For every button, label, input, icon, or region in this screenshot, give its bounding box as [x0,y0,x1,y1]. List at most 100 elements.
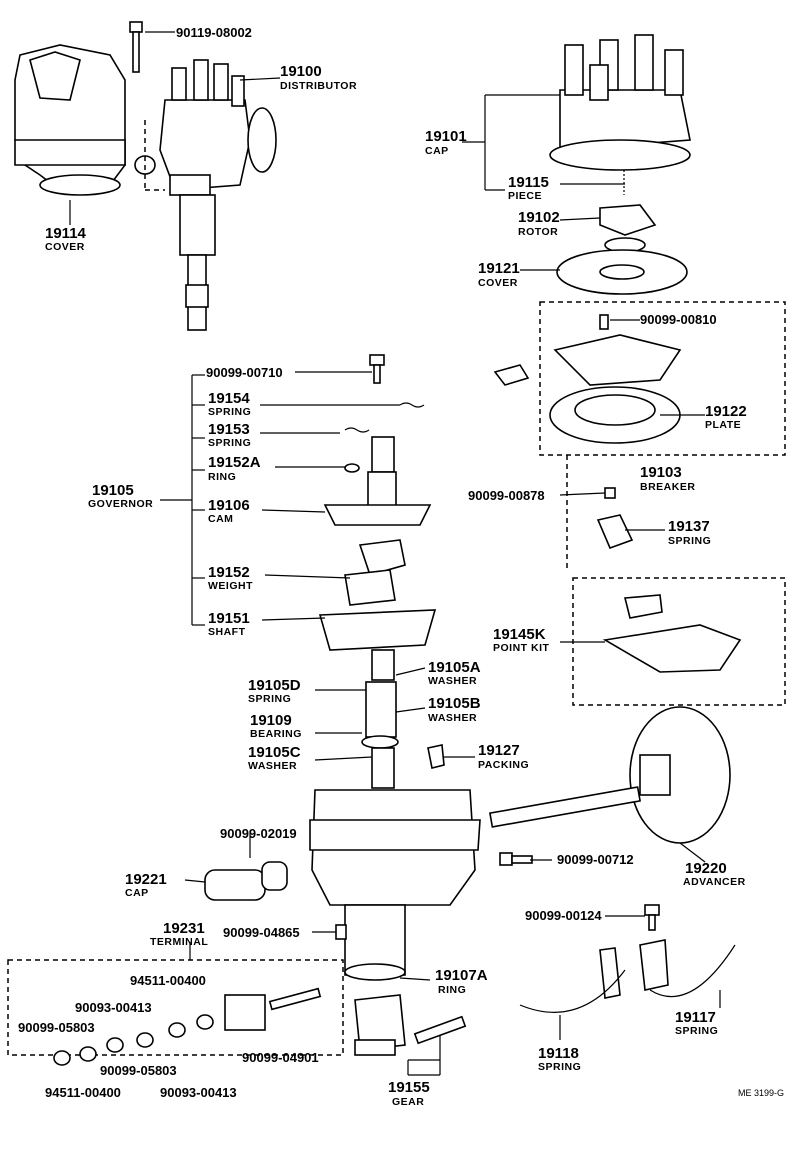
callout-19105D-name: SPRING [248,693,291,705]
screw-90099-00124-icon [644,904,660,931]
terminal-group-frame [7,959,344,1056]
callout-19107A-number: 19107A [435,967,488,984]
callout-19106-number: 19106 [208,497,250,514]
spring-19137-drawing [596,487,634,550]
callout-19101-number: 19101 [425,128,467,145]
callout-19153-number: 19153 [208,421,250,438]
callout-19100-name: DISTRIBUTOR [280,80,357,92]
callout-19115-number: 19115 [508,174,549,191]
callout-90099-00710: 90099-00710 [206,365,283,380]
callout-19114-name: COVER [45,241,85,253]
callout-19114-number: 19114 [45,225,87,242]
screw-90099-04865-icon [335,924,347,940]
callout-19109-number: 19109 [250,712,292,729]
callout-90093-00413-top: 90093-00413 [75,1000,152,1015]
screw-90099-00710-icon [369,354,385,384]
governor-shaft-drawing [318,402,437,789]
callout-19117-number: 19117 [675,1009,716,1026]
callout-19127-number: 19127 [478,742,520,759]
callout-19137-name: SPRING [668,535,711,547]
callout-90099-00878: 90099-00878 [468,488,545,503]
callout-19151-number: 19151 [208,610,250,627]
callout-19221-number: 19221 [125,871,167,888]
callout-19152-number: 19152 [208,564,250,581]
callout-19121-number: 19121 [478,260,520,277]
spring-19118-drawing [519,947,626,1013]
breaker-plate-drawing [493,314,682,444]
callout-94511-00400-bottom: 94511-00400 [45,1085,121,1100]
callout-19105B-number: 19105B [428,695,481,712]
distributor-assembly-drawing [144,59,277,331]
distributor-cap-drawing [549,34,691,195]
callout-19118-number: 19118 [538,1045,579,1062]
callout-19231-name: TERMINAL [150,936,208,948]
vacuum-advancer-drawing [488,706,731,844]
callout-90093-00413-bottom: 90093-00413 [160,1085,237,1100]
callout-19118-name: SPRING [538,1061,581,1073]
callout-19115-name: PIECE [508,190,542,202]
packing-19127-drawing [427,744,445,769]
callout-19231-number: 19231 [163,920,205,937]
callout-19103-number: 19103 [640,464,682,481]
callout-19117-name: SPRING [675,1025,718,1037]
callout-90099-00124: 90099-00124 [525,908,602,923]
callout-19221-name: CAP [125,887,149,899]
distributor-housing-drawing [309,789,481,1056]
callout-19121-name: COVER [478,277,518,289]
callout-19122-name: PLATE [705,419,741,431]
terminal-hardware-drawing [53,987,322,1066]
callout-19153-name: SPRING [208,437,251,449]
callout-19155-name: GEAR [392,1096,424,1108]
callout-90099-05803-right: 90099-05803 [100,1063,177,1078]
callout-19145K-number: 19145K [493,626,546,643]
callout-19101-name: CAP [425,145,449,157]
callout-19105-name: GOVERNOR [88,498,153,510]
callout-19220-name: ADVANCER [683,876,746,888]
callout-90119-08002: 90119-08002 [176,25,252,40]
callout-19152-name: WEIGHT [208,580,253,592]
callout-90099-04865: 90099-04865 [223,925,300,940]
callout-19154-name: SPRING [208,406,251,418]
callout-90099-00810: 90099-00810 [640,312,717,327]
callout-19102-name: ROTOR [518,226,558,238]
callout-90099-02019: 90099-02019 [220,826,297,841]
callout-94511-00400-top: 94511-00400 [130,973,206,988]
callout-19106-name: CAM [208,513,233,525]
bolt-90119-08002-icon [129,21,143,73]
callout-19220-number: 19220 [685,860,727,877]
callout-19102-number: 19102 [518,209,560,226]
screw-90099-00712-icon [499,852,533,866]
callout-19105B-name: WASHER [428,712,477,724]
callout-19122-number: 19122 [705,403,747,420]
callout-90099-05803-left: 90099-05803 [18,1020,95,1035]
callout-19109-name: BEARING [250,728,302,740]
callout-19155-number: 19155 [388,1079,430,1096]
diagram-reference-code: ME 3199-G [738,1088,784,1098]
callout-19137-number: 19137 [668,518,710,535]
spring-19117-drawing [639,939,736,998]
point-kit-drawing [602,594,742,673]
callout-19152A-name: RING [208,471,236,483]
callout-19105A-number: 19105A [428,659,481,676]
callout-19105D-number: 19105D [248,677,301,694]
terminal-cap-drawing [204,861,288,901]
callout-19105-number: 19105 [92,482,134,499]
callout-19103-name: BREAKER [640,481,695,493]
callout-19100-number: 19100 [280,63,322,80]
callout-19152A-number: 19152A [208,454,261,471]
callout-19151-name: SHAFT [208,626,246,638]
callout-19107A-name: RING [438,984,466,996]
callout-19105A-name: WASHER [428,675,477,687]
callout-19105C-name: WASHER [248,760,297,772]
callout-90099-00712: 90099-00712 [557,852,634,867]
callout-19145K-name: POINT KIT [493,642,550,654]
callout-90099-04901: 90099-04901 [242,1050,319,1065]
dust-cover-ring-drawing [556,249,688,295]
leader-lines [69,31,721,1076]
callout-19154-number: 19154 [208,390,250,407]
callout-19127-name: PACKING [478,759,529,771]
rotor-drawing [599,204,657,253]
callout-19105C-number: 19105C [248,744,301,761]
